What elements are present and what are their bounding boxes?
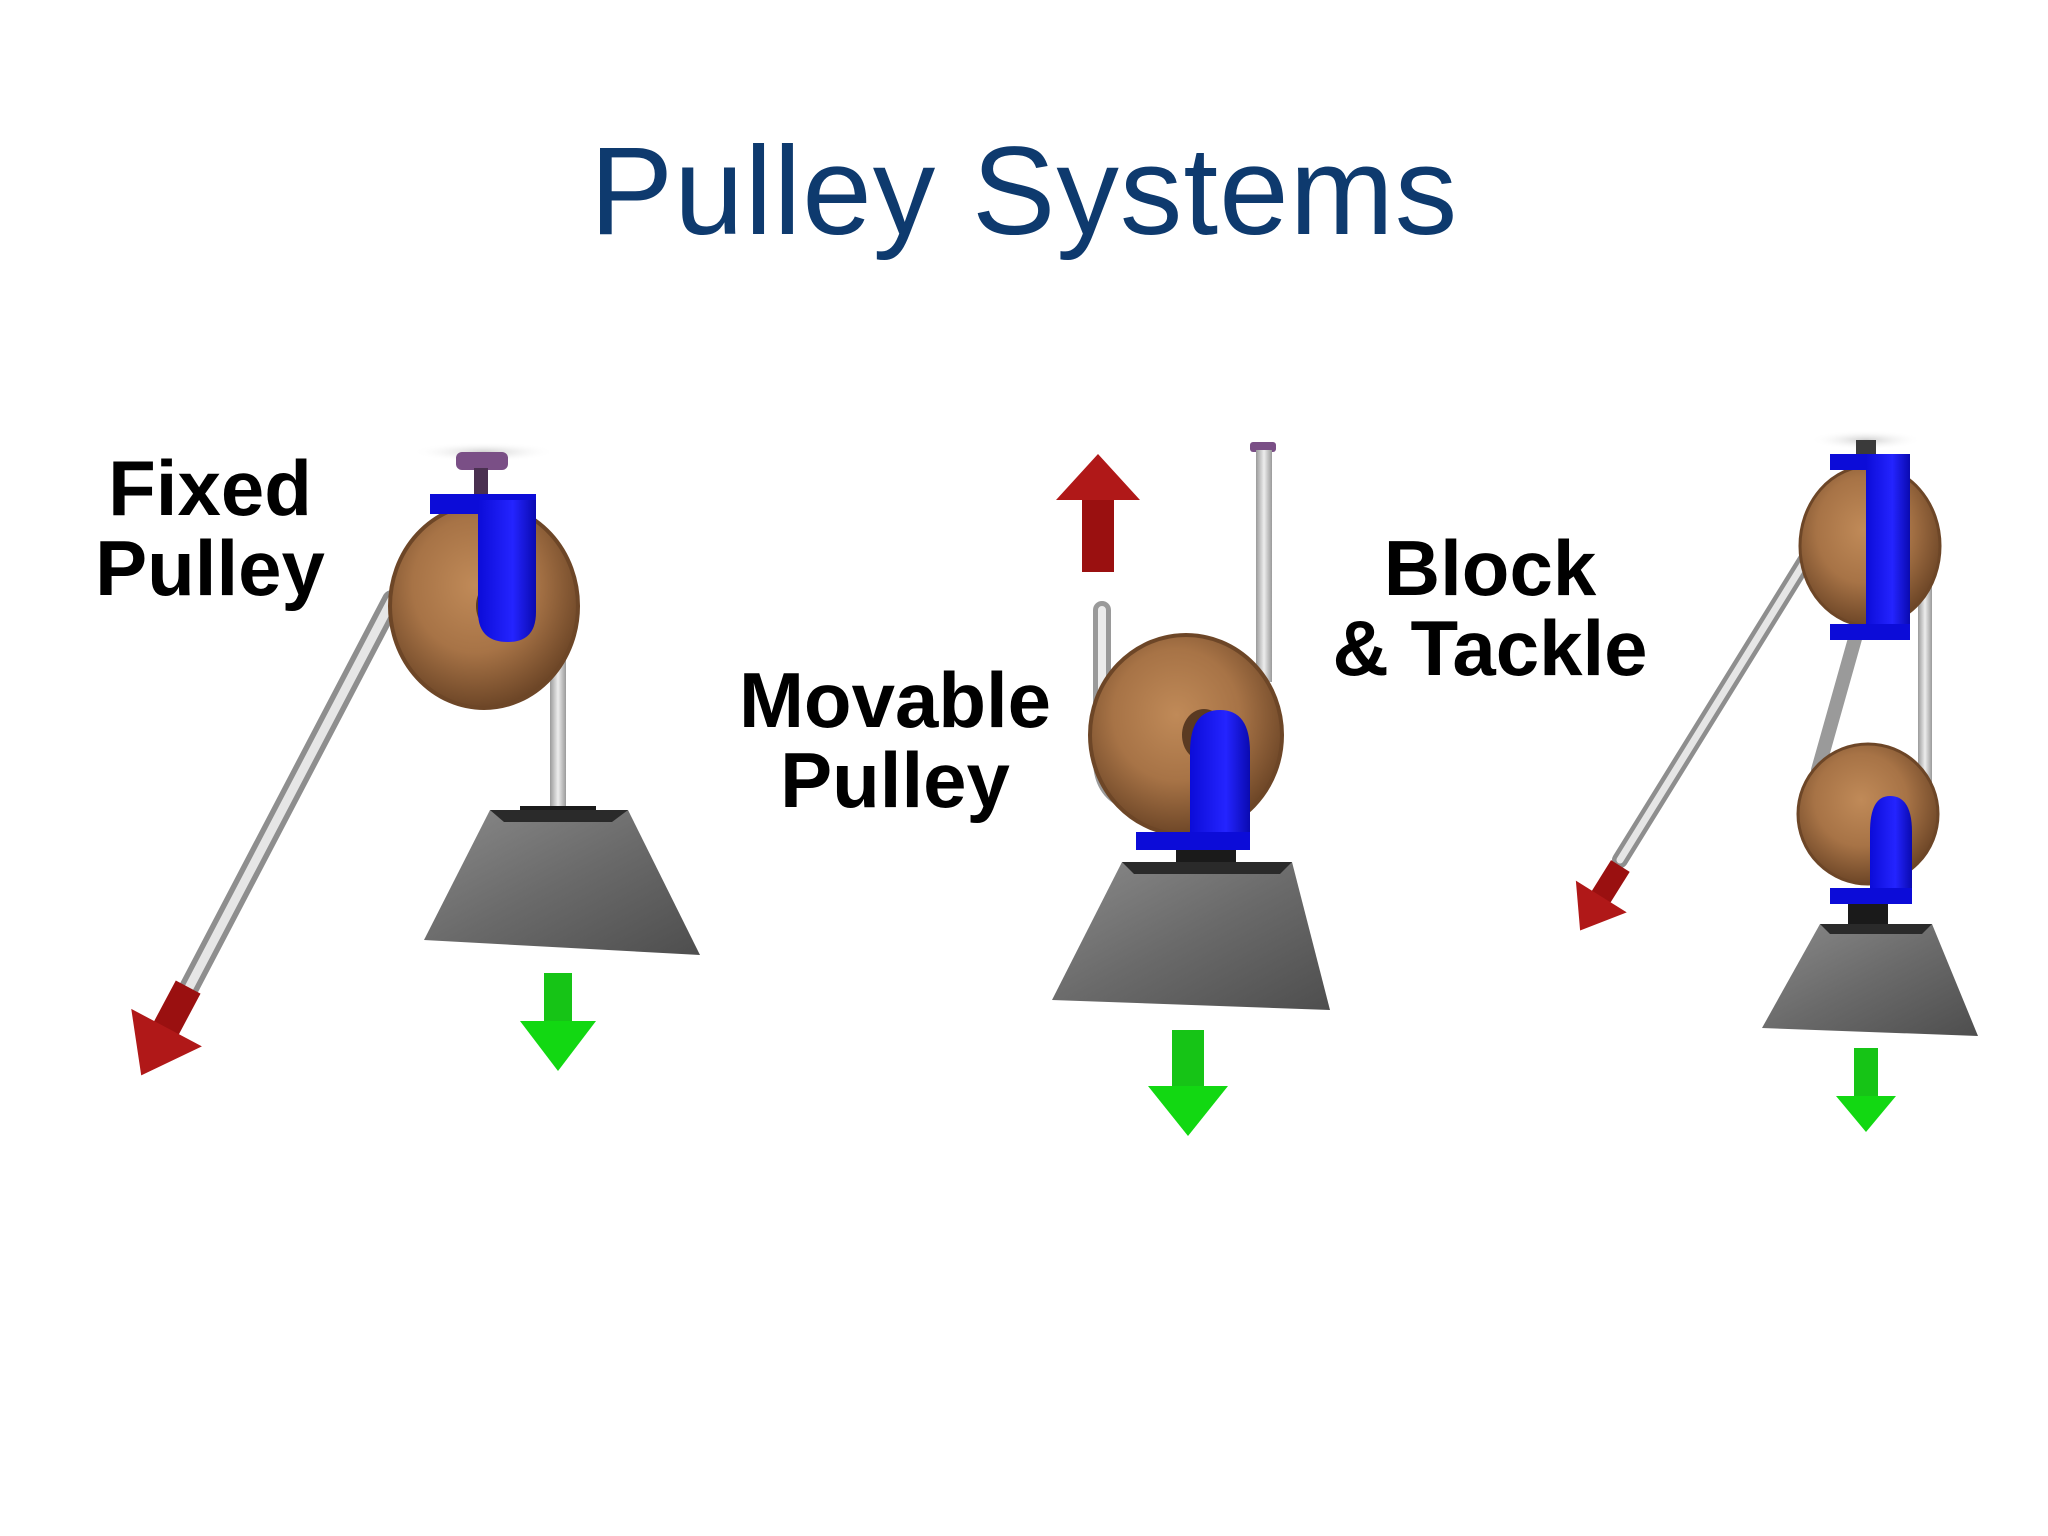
label-line: Pulley [780,736,1010,824]
ceiling-anchor [1250,442,1276,452]
effort-arrow [1056,454,1140,572]
fixed-pulley-system [131,442,700,1076]
rope [1918,560,1932,790]
label-block-and-tackle: Block & Tackle [1310,528,1670,688]
label-line: Block [1383,524,1597,612]
pulley-wheel-lower [1796,742,1940,886]
label-line: Pulley [95,524,325,612]
rope [1811,621,1865,777]
rope [550,640,566,810]
block-and-tackle-system [1575,430,1978,1132]
effort-arrow [131,980,202,1076]
label-line: Fixed [108,444,312,532]
stone-weight [1762,924,1978,1036]
stone-weight [1052,862,1330,1010]
page-title: Pulley Systems [589,122,1459,261]
pulley-bracket [1830,624,1910,640]
pulley-bracket [1830,888,1912,904]
weight-top [1848,904,1888,924]
load-arrow [1148,1030,1228,1136]
label-line: & Tackle [1332,604,1648,692]
pulley-bracket [1190,710,1250,850]
label-line: Movable [738,656,1052,744]
movable-pulley-system [1052,442,1330,1136]
label-fixed-pulley: Fixed Pulley [60,448,360,608]
pulley-bracket [478,500,536,642]
pulley-bracket [1866,454,1910,638]
pulley-bracket [1870,796,1912,904]
load-arrow [520,973,596,1071]
mount-stem [474,468,488,496]
load-arrow [1836,1048,1896,1132]
stone-weight-top [1122,862,1292,874]
rope [1256,450,1272,682]
weight-top [1176,850,1236,862]
stone-weight-top [490,810,628,822]
stone-weight-top [1820,924,1932,934]
rope [175,595,397,1010]
pulley-bracket [1136,832,1250,850]
effort-arrow [1575,860,1630,931]
rope [1616,536,1822,864]
ceiling-mount [456,452,508,470]
label-movable-pulley: Movable Pulley [710,660,1080,820]
ceiling-mount [1856,440,1876,456]
stone-weight [424,810,700,955]
